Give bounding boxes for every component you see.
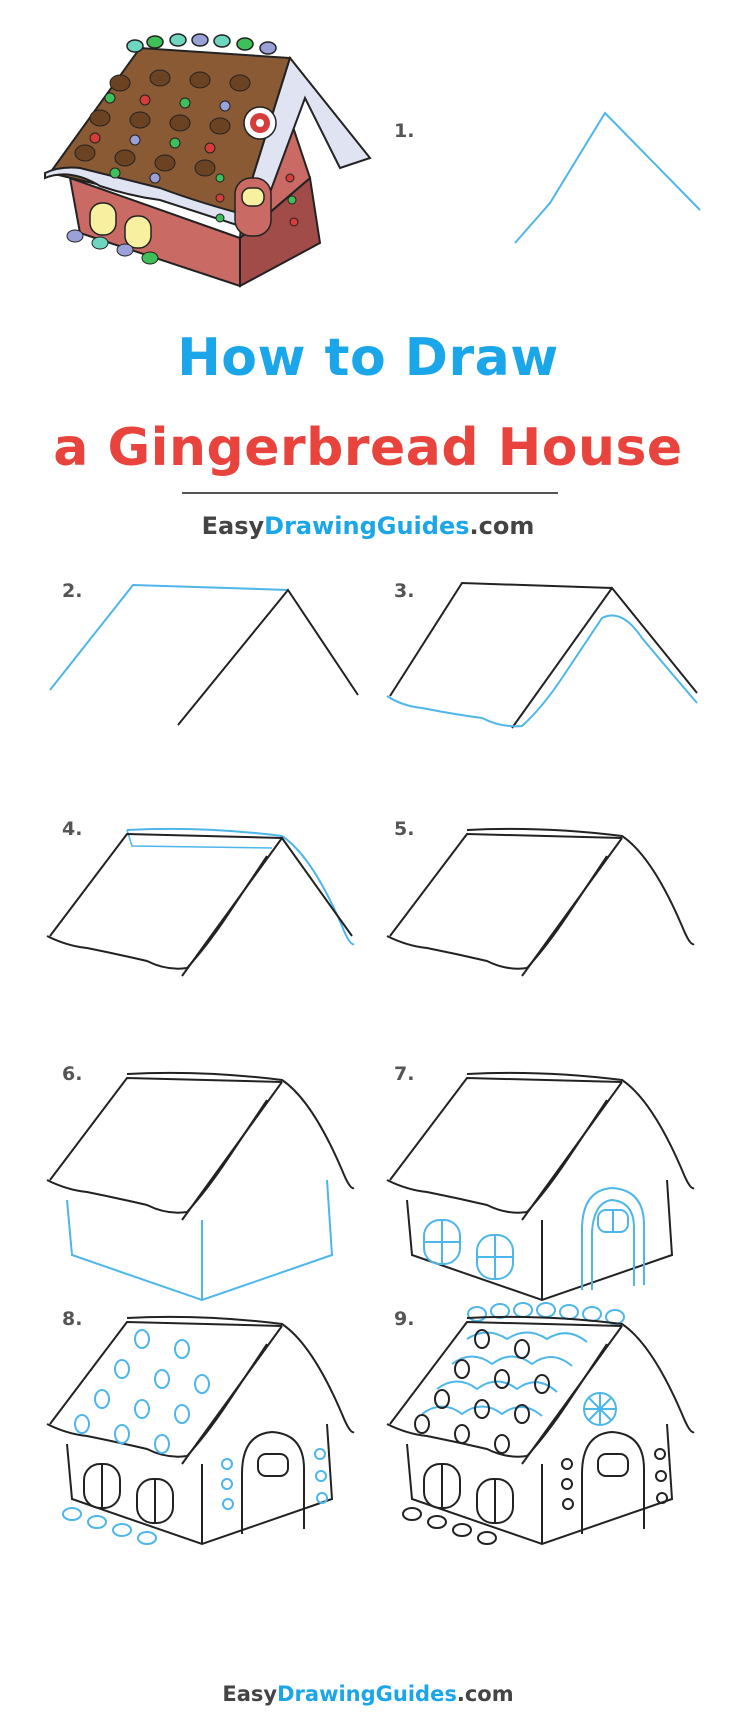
step-number-6: 6. [62,1063,83,1085]
step-number-7: 7. [394,1063,415,1085]
step-4-drawing [46,827,355,977]
title-line-1: How to Draw [177,328,559,388]
step-9-drawing [386,1302,695,1546]
brand-part-com: .com [469,512,535,540]
step-3-drawing [386,581,698,729]
brand-part-guides: Guides [375,1682,457,1706]
step-2-drawing [49,583,359,726]
step-number-5: 5. [394,818,415,840]
step-number-8: 8. [62,1308,83,1330]
step-number-2: 2. [62,580,83,602]
brand-logo-bottom: EasyDrawingGuides.com [0,1682,736,1706]
step-5-drawing [386,827,695,977]
brand-logo-top: EasyDrawingGuides.com [0,512,736,540]
step-number-9: 9. [394,1308,415,1330]
brand-part-easy: Easy [222,1682,278,1706]
brand-part-easy: Easy [201,512,265,540]
brand-part-com: .com [456,1682,514,1706]
step-6-drawing [46,1071,355,1302]
step-number-4: 4. [62,818,83,840]
step-7-drawing [386,1071,695,1302]
brand-part-drawing: Drawing [264,512,377,540]
step-8-drawing [46,1315,355,1546]
step-number-3: 3. [394,580,415,602]
brand-part-drawing: Drawing [277,1682,376,1706]
brand-part-guides: Guides [376,512,470,540]
step-1-drawing [514,111,701,244]
finished-house-illustration [44,33,372,288]
title-underline [182,492,558,494]
step-number-1: 1. [394,120,415,142]
title-line-2: a Gingerbread House [53,418,683,478]
